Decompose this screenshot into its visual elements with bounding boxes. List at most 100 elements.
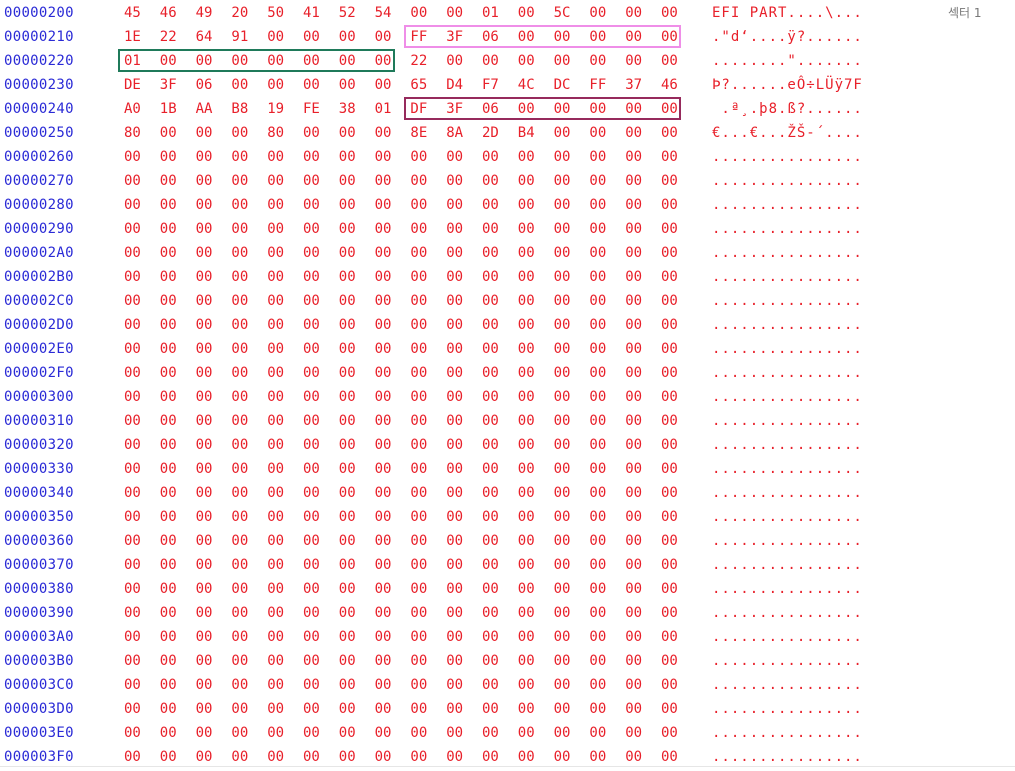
hex-byte[interactable]: 00 xyxy=(661,245,678,261)
hex-byte[interactable]: 00 xyxy=(374,557,392,573)
hex-byte[interactable]: 00 xyxy=(661,677,678,693)
hex-byte[interactable]: 00 xyxy=(553,221,571,237)
hex-byte[interactable]: 00 xyxy=(338,245,356,261)
hex-byte[interactable]: 00 xyxy=(553,629,571,645)
hex-byte[interactable]: 00 xyxy=(303,29,320,45)
hex-byte[interactable]: 00 xyxy=(267,605,285,621)
hex-byte[interactable]: 00 xyxy=(303,557,320,573)
hex-byte[interactable]: 00 xyxy=(338,77,356,93)
hex-byte[interactable]: 00 xyxy=(661,389,678,405)
hex-byte[interactable]: 00 xyxy=(303,461,320,477)
hex-byte[interactable]: 00 xyxy=(410,293,428,309)
hex-byte[interactable]: 00 xyxy=(517,29,535,45)
hex-byte[interactable]: 00 xyxy=(303,77,320,93)
hex-byte[interactable]: 00 xyxy=(124,317,141,333)
hex-byte[interactable]: 00 xyxy=(625,269,643,285)
hex-byte[interactable]: 00 xyxy=(124,725,141,741)
hex-byte[interactable]: 00 xyxy=(625,629,643,645)
hex-byte[interactable]: 00 xyxy=(231,485,249,501)
hex-byte[interactable]: 00 xyxy=(124,701,141,717)
hex-byte[interactable]: 00 xyxy=(482,437,499,453)
hex-byte[interactable]: 00 xyxy=(374,509,392,525)
hex-byte[interactable]: 00 xyxy=(517,317,535,333)
hex-byte[interactable]: 00 xyxy=(446,221,464,237)
hex-byte[interactable]: 00 xyxy=(517,509,535,525)
hex-byte[interactable]: 00 xyxy=(124,557,141,573)
row-address[interactable]: 000003B0 xyxy=(4,653,74,669)
hex-byte[interactable]: 00 xyxy=(517,413,535,429)
hex-byte[interactable]: 00 xyxy=(231,77,249,93)
hex-byte[interactable]: 00 xyxy=(410,221,428,237)
ascii-text[interactable]: ................ xyxy=(712,461,863,477)
hex-byte[interactable]: 00 xyxy=(517,269,535,285)
hex-byte[interactable]: 00 xyxy=(410,677,428,693)
hex-byte[interactable]: 00 xyxy=(446,293,464,309)
hex-byte[interactable]: 00 xyxy=(159,125,177,141)
row-address[interactable]: 000003A0 xyxy=(4,629,74,645)
hex-byte[interactable]: 00 xyxy=(410,509,428,525)
hex-byte[interactable]: 00 xyxy=(625,149,643,165)
hex-byte[interactable]: 00 xyxy=(124,509,141,525)
hex-byte[interactable]: 00 xyxy=(124,677,141,693)
hex-byte[interactable]: 00 xyxy=(625,653,643,669)
hex-byte[interactable]: 00 xyxy=(446,5,464,21)
hex-byte[interactable]: FF xyxy=(589,77,607,93)
hex-byte[interactable]: 00 xyxy=(661,437,678,453)
hex-byte[interactable]: 00 xyxy=(159,509,177,525)
hex-byte[interactable]: 00 xyxy=(661,413,678,429)
hex-byte[interactable]: 00 xyxy=(124,749,141,765)
hex-byte[interactable]: 00 xyxy=(625,293,643,309)
row-address[interactable]: 00000230 xyxy=(4,77,74,93)
hex-byte[interactable]: 00 xyxy=(517,221,535,237)
hex-byte[interactable]: 00 xyxy=(374,221,392,237)
hex-byte[interactable]: 00 xyxy=(159,653,177,669)
hex-byte[interactable]: 00 xyxy=(589,221,607,237)
hex-byte[interactable]: 00 xyxy=(267,221,285,237)
ascii-text[interactable]: Þ?......eÔ÷LÜÿ7F xyxy=(712,77,863,93)
hex-byte[interactable]: 00 xyxy=(267,749,285,765)
hex-byte[interactable]: 00 xyxy=(267,365,285,381)
hex-byte[interactable]: 00 xyxy=(482,461,499,477)
row-address[interactable]: 00000310 xyxy=(4,413,74,429)
hex-byte[interactable]: 00 xyxy=(410,653,428,669)
hex-byte[interactable]: 00 xyxy=(625,341,643,357)
hex-byte[interactable]: 00 xyxy=(267,437,285,453)
hex-byte[interactable]: 00 xyxy=(267,53,285,69)
hex-byte[interactable]: 00 xyxy=(374,317,392,333)
hex-byte[interactable]: 00 xyxy=(661,197,678,213)
hex-byte[interactable]: 00 xyxy=(517,437,535,453)
hex-byte[interactable]: 00 xyxy=(517,701,535,717)
hex-byte[interactable]: 00 xyxy=(589,245,607,261)
hex-byte[interactable]: 00 xyxy=(267,29,285,45)
hex-byte[interactable]: 00 xyxy=(267,701,285,717)
hex-byte[interactable]: 00 xyxy=(446,653,464,669)
hex-byte[interactable]: 00 xyxy=(589,341,607,357)
row-address[interactable]: 000003E0 xyxy=(4,725,74,741)
hex-byte[interactable]: 00 xyxy=(159,53,177,69)
hex-byte[interactable]: 00 xyxy=(446,245,464,261)
hex-byte[interactable]: 00 xyxy=(446,701,464,717)
hex-byte[interactable]: 00 xyxy=(231,413,249,429)
hex-byte[interactable]: 00 xyxy=(446,389,464,405)
hex-byte[interactable]: 3F xyxy=(446,29,464,45)
hex-byte[interactable]: 00 xyxy=(267,293,285,309)
hex-byte[interactable]: 00 xyxy=(625,485,643,501)
hex-byte[interactable]: 5C xyxy=(553,5,571,21)
hex-byte[interactable]: 00 xyxy=(589,317,607,333)
hex-byte[interactable]: 00 xyxy=(410,749,428,765)
hex-byte[interactable]: 00 xyxy=(553,413,571,429)
ascii-text[interactable]: ................ xyxy=(712,437,863,453)
ascii-text[interactable]: .ª¸.þ8.ß?...... xyxy=(712,101,863,117)
hex-byte[interactable]: 00 xyxy=(231,197,249,213)
hex-byte[interactable]: 00 xyxy=(231,293,249,309)
hex-byte[interactable]: 00 xyxy=(553,53,571,69)
hex-byte[interactable]: 00 xyxy=(482,485,499,501)
hex-byte[interactable]: 00 xyxy=(661,485,678,501)
hex-byte[interactable]: 00 xyxy=(625,125,643,141)
hex-byte[interactable]: 00 xyxy=(553,389,571,405)
hex-byte[interactable]: 00 xyxy=(589,653,607,669)
hex-byte[interactable]: 00 xyxy=(446,677,464,693)
hex-byte[interactable]: 00 xyxy=(195,557,213,573)
hex-byte[interactable]: 00 xyxy=(482,269,499,285)
